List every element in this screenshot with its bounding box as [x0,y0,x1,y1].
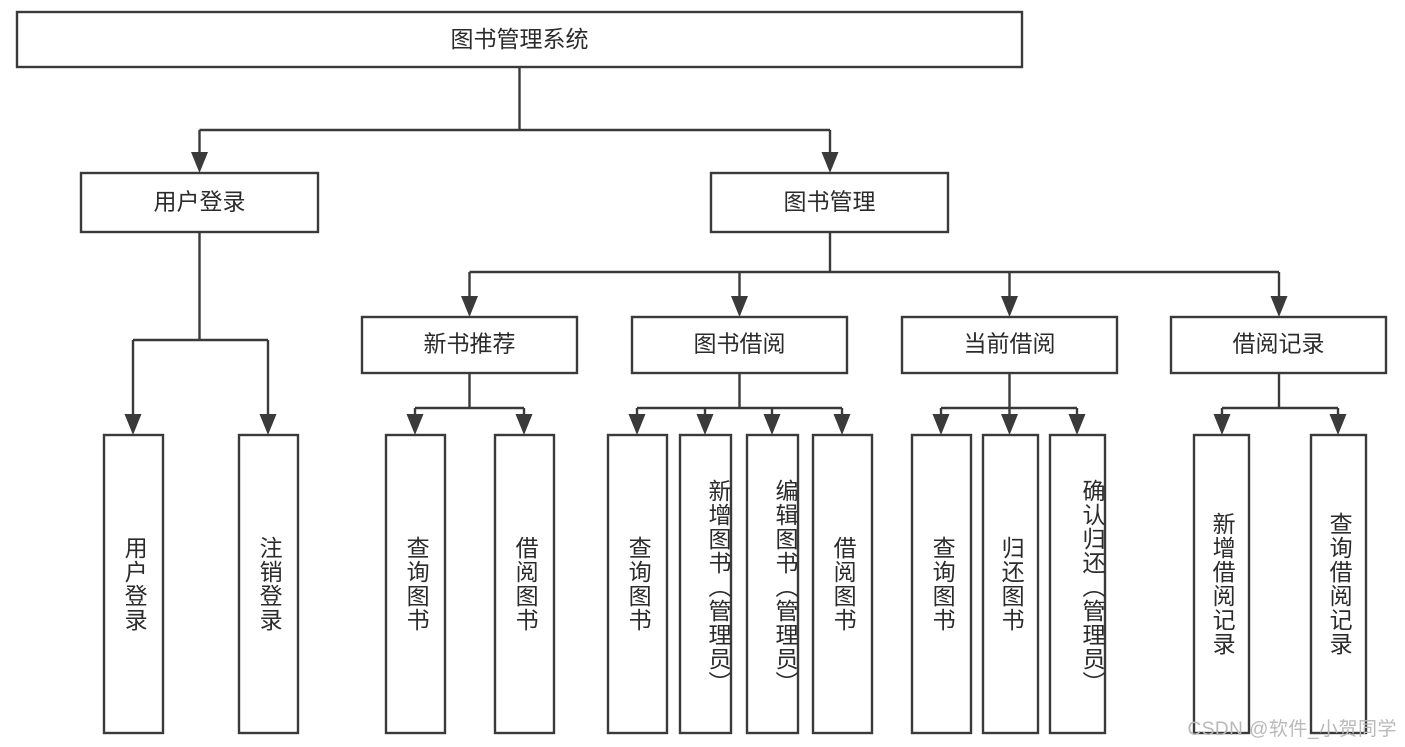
node-current-borrow-label: 当前借阅 [964,331,1056,357]
connector-currentborrow-to-leaves [932,373,1086,435]
node-book-borrow[interactable]: 图书借阅 [630,315,849,375]
node-book-manage-label: 图书管理 [784,189,876,215]
node-leaf-query-record[interactable] [1309,433,1368,735]
node-leaf-confirm-return[interactable] [1048,433,1107,735]
node-leaf-borrow-book-1[interactable] [493,433,556,735]
node-leaf-query-book-3[interactable] [910,433,973,735]
connector-root-to-level2 [191,67,839,173]
node-current-borrow[interactable]: 当前借阅 [900,315,1119,375]
connector-bookmanage-to-level3 [461,232,1288,317]
csdn-watermark: CSDN @软件_小贺同学 [1187,719,1397,740]
connector-borrowrecord-to-leaves [1213,373,1347,435]
node-leaf-query-book-1[interactable] [384,433,447,735]
connector-newbook-to-leaves [406,373,533,435]
node-root[interactable]: 图书管理系统 [15,10,1024,69]
node-new-book-rec-label: 新书推荐 [424,331,516,357]
node-leaf-borrow-book-2[interactable] [811,433,874,735]
node-book-manage[interactable]: 图书管理 [709,171,950,234]
node-leaf-query-book-2[interactable] [606,433,669,735]
node-book-borrow-label: 图书借阅 [694,331,786,357]
connector-userlogin-to-leaves [124,232,277,435]
node-user-login-label: 用户登录 [154,189,246,215]
node-new-book-rec[interactable]: 新书推荐 [360,315,579,375]
node-leaf-add-book[interactable] [678,433,733,735]
node-leaf-logout-login[interactable] [237,433,300,735]
node-borrow-record[interactable]: 借阅记录 [1169,315,1388,375]
node-leaf-edit-book[interactable] [745,433,800,735]
node-leaf-user-login[interactable] [102,433,165,735]
node-root-label: 图书管理系统 [451,26,589,52]
node-leaf-add-record[interactable] [1192,433,1251,735]
node-borrow-record-label: 借阅记录 [1233,331,1325,357]
node-user-login[interactable]: 用户登录 [79,171,320,234]
connector-bookborrow-to-leaves [628,373,851,435]
node-leaf-return-book[interactable] [981,433,1040,735]
